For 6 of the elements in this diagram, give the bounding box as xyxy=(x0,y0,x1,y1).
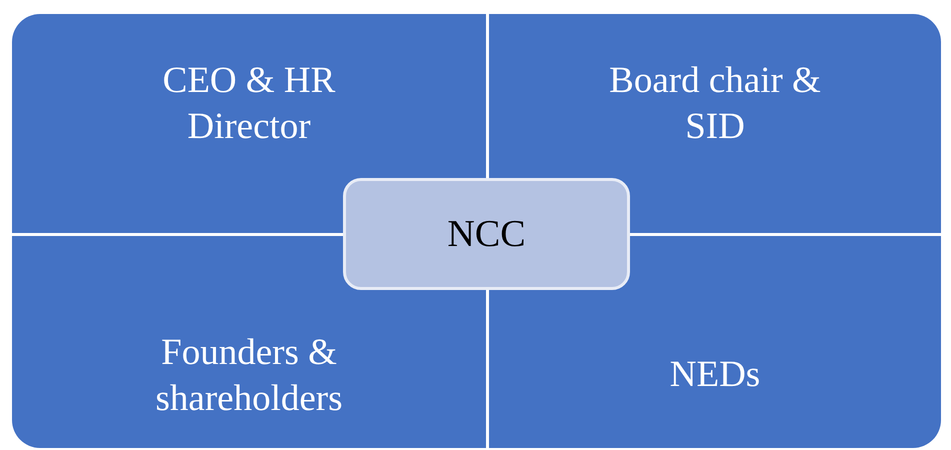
center-box xyxy=(343,178,630,290)
panel-label: Founders & shareholders xyxy=(154,331,344,422)
panel-label: CEO & HR Director xyxy=(162,59,336,150)
panel-label: NEDs xyxy=(668,353,762,397)
panel-label: Board chair & SID xyxy=(608,59,822,150)
box-label: NCC xyxy=(447,212,526,256)
